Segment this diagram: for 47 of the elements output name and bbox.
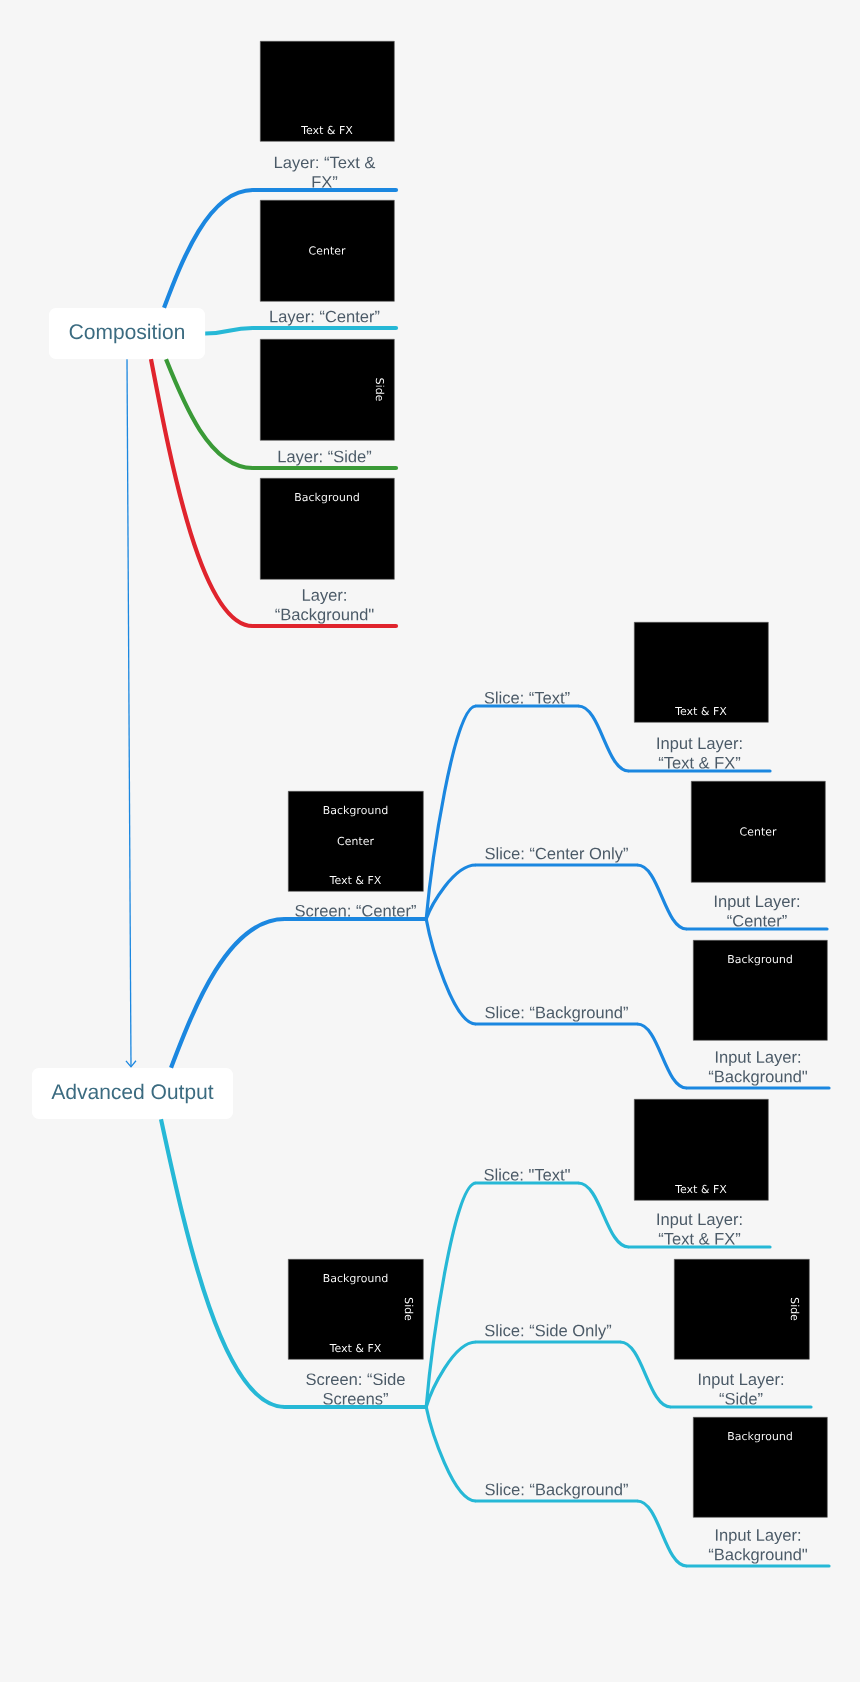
topic-label: Input Layer: “Background": [685, 1051, 831, 1090]
topic-label: Slice: “Background”: [474, 1006, 639, 1026]
branch-line: [148, 358, 254, 629]
branch-line: [619, 1340, 672, 1409]
branch-line: [636, 1499, 688, 1568]
topic-label: Layer: “Background": [250, 589, 399, 629]
preview-thumbnail: Text & FX: [634, 622, 769, 723]
topic-label: Slice: “Center Only”: [474, 847, 639, 867]
preview-thumbnail: Background Center Text & FX: [288, 791, 424, 892]
topic-label: Layer: “Center”: [250, 310, 399, 331]
branch-line: [158, 1118, 286, 1410]
preview-thumbnail: Center: [260, 200, 395, 302]
topic-label: Layer: “Side”: [250, 450, 399, 471]
topic-label: Slice: “Side Only”: [474, 1324, 622, 1344]
arrow: [125, 358, 137, 1068]
preview-thumbnail: Side: [260, 339, 395, 441]
preview-thumbnail: Center: [691, 781, 826, 883]
preview-thumbnail: Background Side Text & FX: [288, 1259, 424, 1360]
topic-label: Input Layer: “Side”: [669, 1373, 813, 1409]
preview-thumbnail: Side: [674, 1259, 810, 1360]
branch-line: [164, 358, 254, 471]
preview-thumbnail: Text & FX: [260, 41, 395, 142]
preview-thumbnail: Text & FX: [634, 1099, 769, 1201]
branch-line: [205, 325, 253, 336]
branch-line: [424, 1406, 477, 1503]
topic-label: Slice: “Text”: [474, 691, 580, 708]
topic-label: Input Layer: “Center”: [685, 895, 829, 931]
topic-box: Composition: [49, 308, 205, 359]
topic-label: Slice: “Background”: [474, 1483, 639, 1503]
topic-label: Screen: “Center”: [282, 904, 429, 922]
topic-label: Input Layer: “Background": [685, 1529, 831, 1568]
branch-line: [577, 704, 630, 773]
preview-thumbnail: Background: [693, 1417, 828, 1518]
topic-label: Screen: “Side Screens”: [282, 1373, 429, 1410]
topic-label: Layer: “Text & FX”: [250, 156, 399, 193]
topic-label: Input Layer: “Text & FX”: [627, 737, 772, 773]
branch-line: [636, 1022, 688, 1090]
branch-line: [636, 863, 688, 931]
branch-line: [162, 187, 254, 309]
branch-line: [424, 918, 477, 1026]
preview-thumbnail: Background: [693, 940, 828, 1041]
branch-line: [169, 916, 286, 1069]
topic-label: Slice: "Text": [474, 1168, 580, 1185]
topic-label: Input Layer: “Text & FX”: [627, 1213, 772, 1249]
branch-line: [577, 1181, 630, 1249]
topic-box: Advanced Output: [32, 1068, 233, 1119]
preview-thumbnail: Background: [260, 478, 395, 580]
